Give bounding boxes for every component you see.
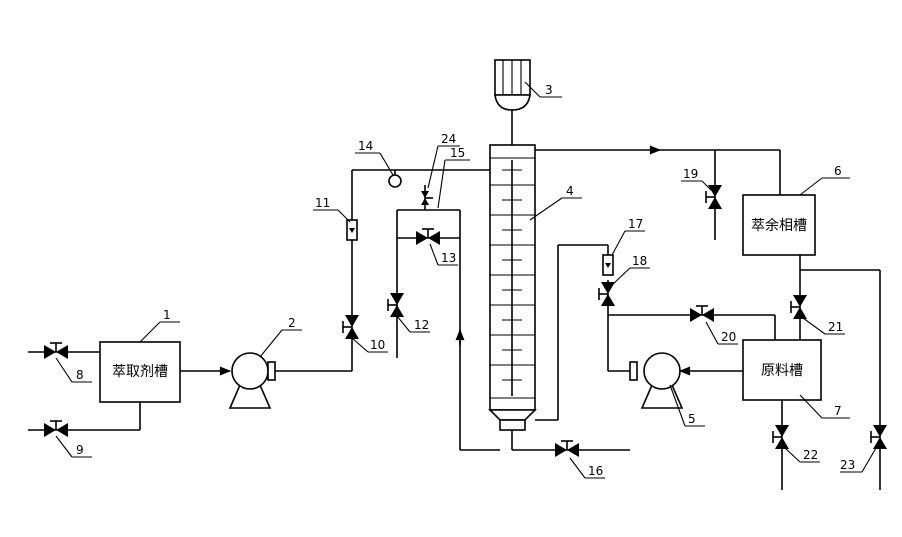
label-15: 15 — [450, 146, 465, 160]
valve-12-icon — [387, 293, 404, 317]
label-22: 22 — [803, 448, 818, 462]
thermometer-14-icon — [388, 170, 402, 188]
label-14: 14 — [358, 139, 373, 153]
label-8: 8 — [76, 368, 84, 382]
column-plates — [490, 169, 535, 381]
tank-raffinate-label: 萃余相槽 — [751, 217, 807, 234]
label-4: 4 — [566, 184, 574, 198]
valve-19-icon — [705, 185, 722, 209]
valve-18-icon — [598, 282, 615, 306]
label-18: 18 — [632, 254, 647, 268]
label-13: 13 — [441, 251, 456, 265]
valve-13-icon — [416, 228, 440, 245]
label-5: 5 — [688, 412, 696, 426]
item-labels: 1 2 3 4 5 6 7 8 9 10 11 12 13 14 15 16 1… — [76, 83, 855, 478]
label-3: 3 — [545, 83, 553, 97]
label-10: 10 — [370, 338, 385, 352]
extraction-column — [488, 144, 537, 431]
label-6: 6 — [834, 164, 842, 178]
label-19: 19 — [683, 167, 698, 181]
rotameter-11-icon — [346, 219, 358, 241]
valve-20-icon — [690, 305, 714, 322]
label-1: 1 — [163, 308, 171, 322]
label-2: 2 — [288, 316, 296, 330]
tank-raffinate: 萃余相槽 — [742, 194, 816, 256]
label-20: 20 — [721, 330, 736, 344]
tank-extractant: 萃取剂槽 — [99, 341, 181, 403]
label-23: 23 — [840, 458, 855, 472]
label-24: 24 — [441, 132, 456, 146]
pump-2-icon — [228, 352, 276, 409]
leader-lines — [55, 81, 877, 479]
tank-feed: 原料槽 — [742, 339, 822, 401]
valve-16-icon — [555, 440, 579, 457]
label-12: 12 — [414, 318, 429, 332]
valve-23-icon — [870, 425, 887, 449]
valve-10-icon — [342, 315, 359, 339]
pipes — [28, 110, 881, 490]
valves — [44, 185, 887, 457]
label-7: 7 — [834, 404, 842, 418]
valve-24-icon — [421, 191, 433, 205]
motor-icon — [494, 59, 531, 111]
valve-9-icon — [44, 420, 68, 437]
valve-21-icon — [790, 295, 807, 319]
label-21: 21 — [828, 320, 843, 334]
label-9: 9 — [76, 443, 84, 457]
label-17: 17 — [628, 217, 643, 231]
label-11: 11 — [315, 196, 330, 210]
pump-5-icon — [629, 352, 684, 409]
label-16: 16 — [588, 464, 603, 478]
rotameter-17-icon — [602, 254, 614, 276]
valve-8-icon — [44, 342, 68, 359]
valve-22-icon — [772, 425, 789, 449]
tank-feed-label: 原料槽 — [761, 363, 803, 379]
tank-extractant-label: 萃取剂槽 — [112, 364, 168, 380]
